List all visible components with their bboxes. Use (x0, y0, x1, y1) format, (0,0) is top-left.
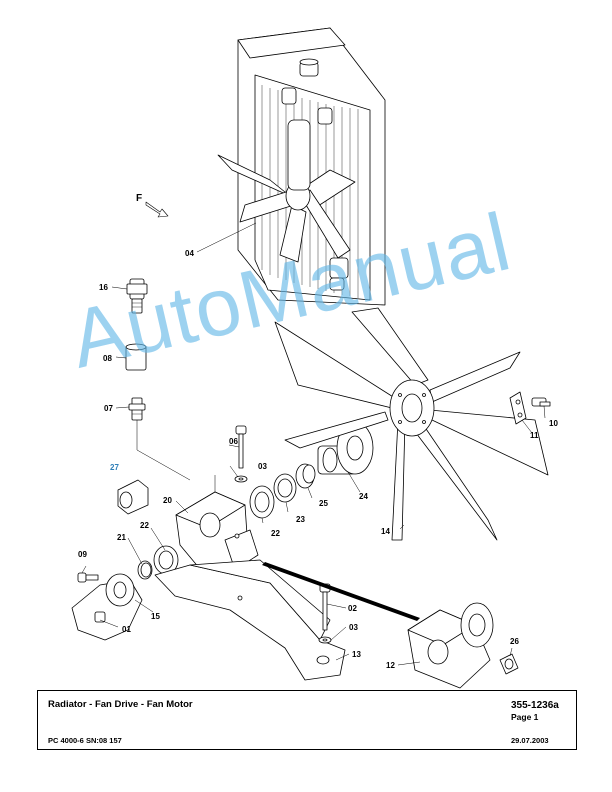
callout-14: 14 (381, 527, 390, 536)
sleeve-08 (125, 343, 147, 371)
callout-23: 23 (296, 515, 305, 524)
bearing-23 (273, 473, 297, 503)
bracket-11 (509, 391, 527, 425)
seal-22-lower (153, 545, 179, 575)
drawing-title: Radiator - Fan Drive - Fan Motor (48, 699, 193, 710)
bushing-27 (117, 479, 149, 515)
fan-14 (274, 307, 549, 541)
machine-model: PC 4000-6 SN:08 157 (48, 736, 122, 745)
callout-22-right: 22 (271, 529, 280, 538)
callout-15: 15 (151, 612, 160, 621)
fitting-07 (128, 397, 146, 421)
front-marker: F (136, 193, 143, 204)
callout-07: 07 (104, 404, 113, 413)
housing-12 (407, 602, 494, 689)
exploded-parts-drawing (71, 27, 551, 689)
fan-motor-01 (71, 573, 143, 641)
callout-13: 13 (352, 650, 361, 659)
callout-12: 12 (386, 661, 395, 670)
bolt-10 (531, 397, 551, 407)
plug-26 (499, 653, 519, 675)
callout-04: 04 (185, 249, 194, 258)
ring-21 (137, 560, 153, 580)
callout-01: 01 (122, 625, 131, 634)
seal-22 (249, 485, 275, 519)
drive-connection (262, 562, 420, 621)
bolt-09 (77, 572, 99, 583)
ring-25 (295, 463, 316, 489)
callout-10: 10 (549, 419, 558, 428)
callout-20: 20 (163, 496, 172, 505)
fitting-16 (126, 278, 148, 314)
callout-21: 21 (117, 533, 126, 542)
callout-03-lower: 03 (349, 623, 358, 632)
leader-lines (81, 222, 546, 666)
radiator (217, 27, 386, 306)
housing-20 (175, 491, 259, 576)
page-number: Page 1 (511, 712, 539, 722)
callout-27: 27 (110, 463, 119, 472)
bolt-06 (234, 425, 248, 483)
callout-16: 16 (99, 283, 108, 292)
title-block: Radiator - Fan Drive - Fan Motor 355-123… (37, 690, 577, 750)
document-number: 355-1236a (511, 700, 559, 711)
callout-02: 02 (348, 604, 357, 613)
front-arrow (145, 201, 169, 218)
callout-09: 09 (78, 550, 87, 559)
callout-24: 24 (359, 492, 368, 501)
hub-24 (317, 421, 374, 475)
callout-03-upper: 03 (258, 462, 267, 471)
document-date: 29.07.2003 (511, 736, 549, 745)
callout-06: 06 (229, 437, 238, 446)
callout-25: 25 (319, 499, 328, 508)
callout-26: 26 (510, 637, 519, 646)
callout-11: 11 (530, 431, 539, 440)
frame-13 (154, 559, 346, 681)
callout-22-left: 22 (140, 521, 149, 530)
callout-08: 08 (103, 354, 112, 363)
